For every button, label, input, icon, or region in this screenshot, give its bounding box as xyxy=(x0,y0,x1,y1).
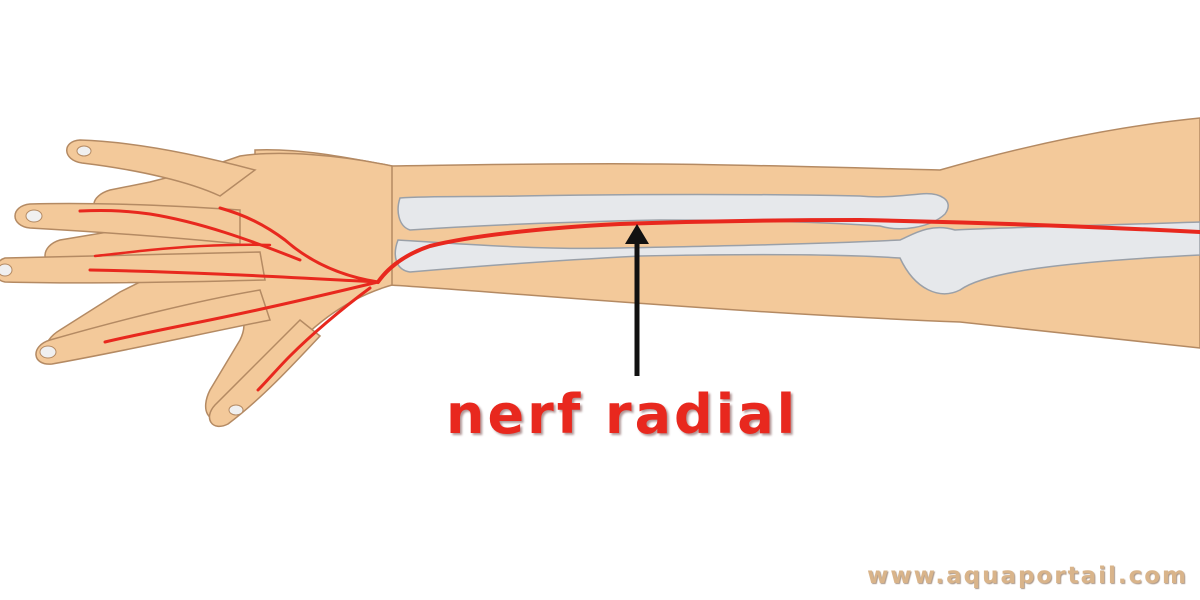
nerve-label: nerf radial xyxy=(446,383,799,446)
nerve-branch-index2 xyxy=(93,243,272,258)
finger-ring xyxy=(35,289,271,365)
finger-thumb xyxy=(66,139,257,197)
nerve-branch-little xyxy=(256,286,372,392)
nerve-branch-middle xyxy=(88,268,380,284)
nail-middle xyxy=(0,263,13,277)
fingers xyxy=(0,139,322,427)
ulna-bone xyxy=(394,221,1200,295)
nail-little xyxy=(228,404,244,416)
nail-ring xyxy=(39,345,57,359)
finger-middle xyxy=(0,251,266,284)
pointer-arrow xyxy=(625,224,649,376)
arrow-head xyxy=(625,224,649,244)
nail-index xyxy=(25,209,43,223)
nerve-branch-ring xyxy=(103,280,380,344)
radial-nerve xyxy=(78,206,1200,392)
nerve-main-trunk xyxy=(376,217,1200,284)
fingernails xyxy=(0,145,244,416)
nail-thumb xyxy=(76,145,92,157)
finger-little xyxy=(208,318,322,427)
finger-index xyxy=(14,202,241,245)
nerve-branch-thumb xyxy=(218,206,380,284)
watermark: www.aquaportail.com xyxy=(867,563,1188,589)
